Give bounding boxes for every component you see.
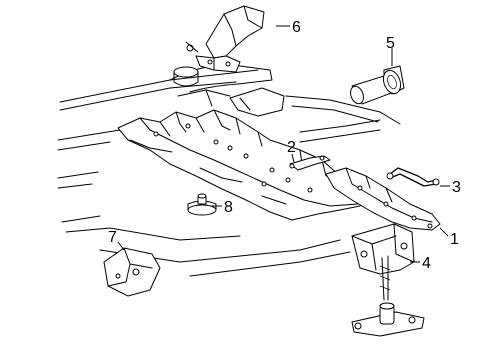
leader-lines	[117, 25, 450, 263]
callout-3: 3	[452, 179, 461, 196]
callout-4: 4	[422, 255, 431, 272]
callout-1: 1	[450, 231, 459, 248]
part-4-hoist	[351, 223, 425, 337]
part-5-sleeve	[350, 65, 405, 105]
leader-2	[291, 153, 295, 163]
part-7-bracket	[103, 247, 161, 297]
part-1-crossmember	[325, 167, 441, 231]
callout-5: 5	[386, 35, 395, 52]
callouts: 6 5 2 3 1 4 8 7	[108, 19, 461, 272]
part-6-bracket	[185, 5, 265, 73]
leader-7	[117, 241, 125, 251]
frame-structure	[57, 64, 401, 277]
part-2-bracket	[289, 155, 331, 171]
callout-2: 2	[287, 139, 296, 156]
callout-8: 8	[224, 199, 233, 216]
part-8-grommet	[187, 193, 217, 216]
callout-6: 6	[292, 19, 301, 36]
part-3-rod	[386, 167, 440, 187]
leader-1	[439, 227, 449, 237]
callout-7: 7	[108, 229, 117, 246]
